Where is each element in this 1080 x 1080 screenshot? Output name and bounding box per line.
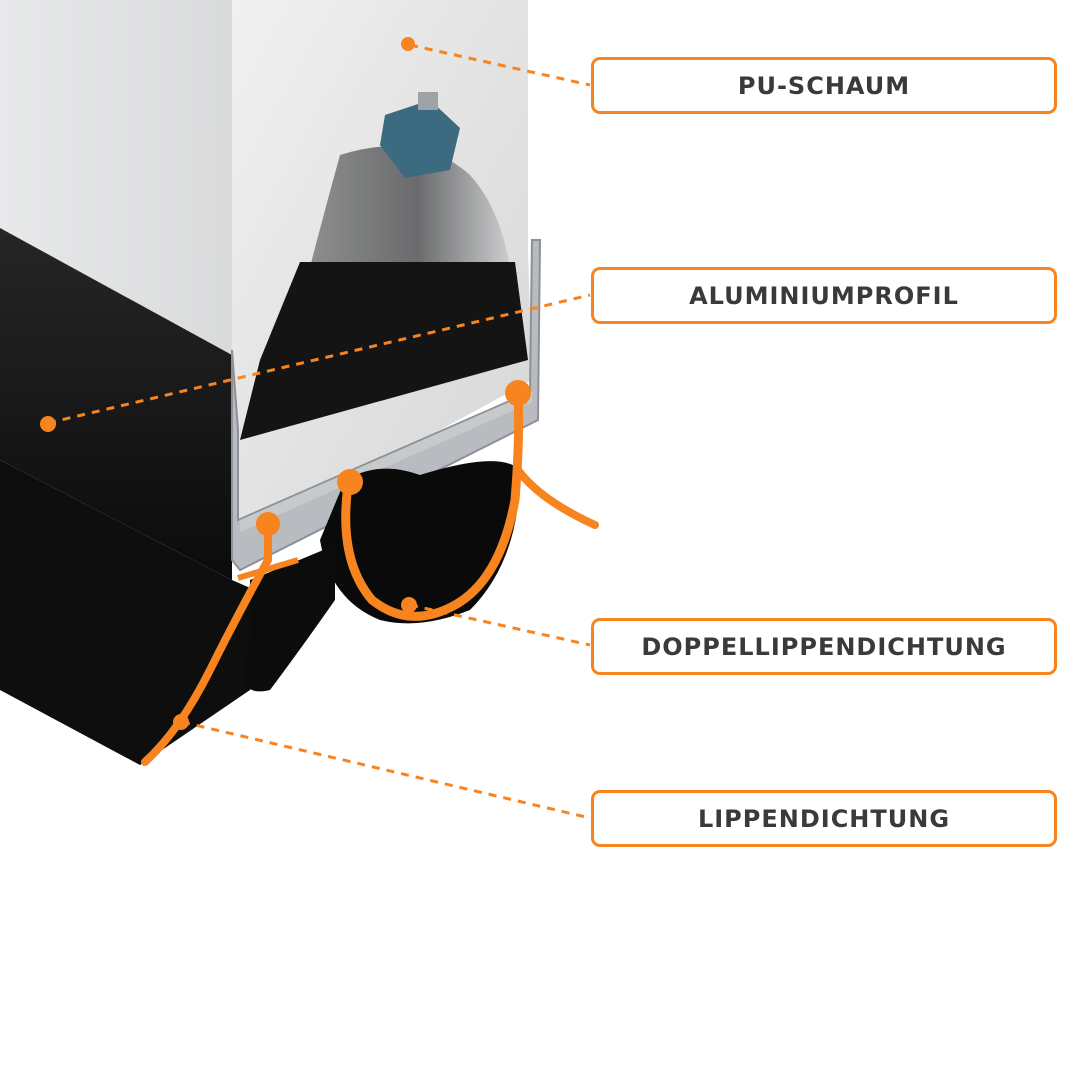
label-pu-schaum: PU-SCHAUM bbox=[591, 57, 1057, 114]
label-doppellippendichtung: DOPPELLIPPENDICHTUNG bbox=[591, 618, 1057, 675]
leader-doppellippendichtung bbox=[409, 603, 591, 647]
aluminium-frame bbox=[231, 239, 542, 572]
leader-dot-doppellippendichtung bbox=[401, 597, 417, 613]
mounting-block bbox=[380, 100, 460, 178]
label-lippendichtung-text: LIPPENDICHTUNG bbox=[697, 804, 951, 833]
lip-seal bbox=[141, 526, 272, 766]
lip-seal-head bbox=[256, 512, 280, 536]
leader-pu-schaum bbox=[409, 43, 591, 87]
double-lip-rubber bbox=[320, 461, 520, 624]
leader-dot-lippendichtung bbox=[173, 714, 189, 730]
label-aluminiumprofil-text: ALUMINIUMPROFIL bbox=[689, 281, 959, 310]
label-aluminiumprofil: ALUMINIUMPROFIL bbox=[591, 267, 1057, 324]
double-lip-seal-head-right bbox=[505, 380, 531, 406]
front-rubber-flap bbox=[243, 545, 335, 692]
bottom-profile-side bbox=[0, 228, 232, 580]
rubber-body bbox=[0, 460, 300, 765]
double-lip-seal-head-left bbox=[337, 469, 363, 495]
leader-lippendichtung bbox=[181, 720, 591, 820]
door-side-foam bbox=[0, 0, 232, 355]
label-pu-schaum-text: PU-SCHAUM bbox=[737, 71, 911, 100]
label-doppellippendichtung-text: DOPPELLIPPENDICHTUNG bbox=[641, 632, 1007, 661]
leader-aluminiumprofil bbox=[47, 293, 591, 425]
aluminium-rib bbox=[240, 392, 532, 532]
label-lippendichtung: LIPPENDICHTUNG bbox=[591, 790, 1057, 847]
inner-channel bbox=[240, 262, 528, 440]
mounting-screw bbox=[418, 92, 438, 110]
lip-seal-base bbox=[237, 557, 299, 581]
double-lip-seal-outer-flap bbox=[514, 466, 599, 529]
leader-dot-pu-schaum bbox=[401, 37, 415, 51]
leader-dot-aluminiumprofil bbox=[40, 416, 56, 432]
